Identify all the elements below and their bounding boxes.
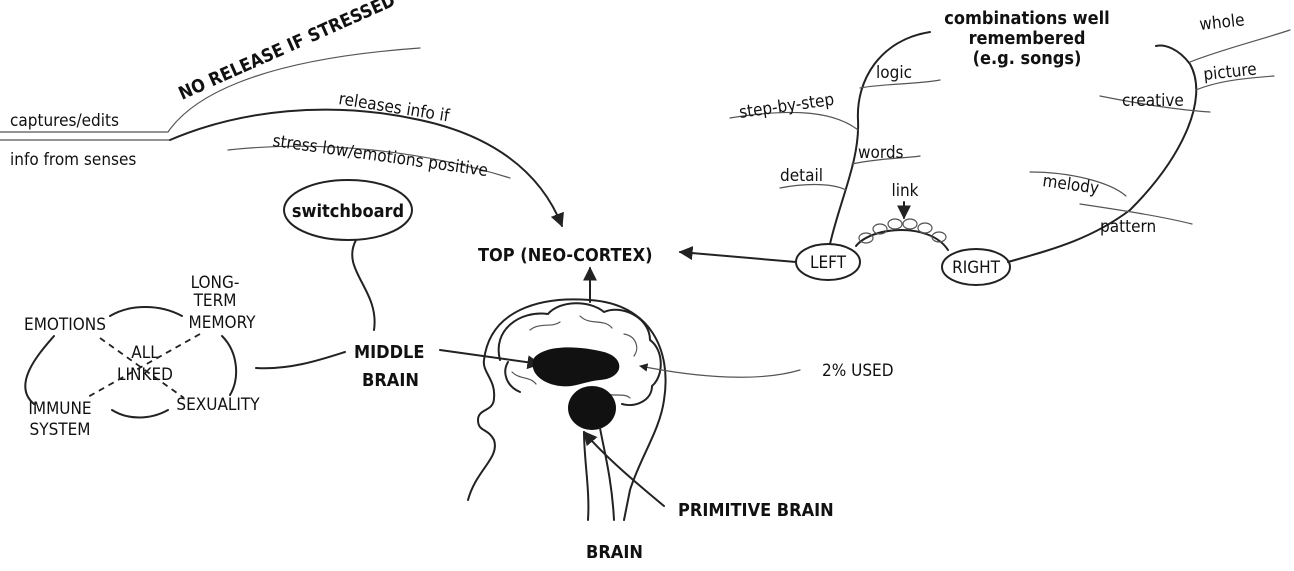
sexuality-label: SEXUALITY — [176, 395, 260, 415]
spinal-cord — [599, 427, 615, 521]
left-node — [795, 243, 861, 281]
logic-label: logic — [876, 63, 912, 83]
two-percent-label: 2% USED — [822, 361, 893, 381]
branch-thick-to-neocortex — [169, 108, 564, 228]
combinations-line2: remembered — [969, 28, 1086, 49]
long-term-memory-line2: TERM — [193, 291, 237, 311]
no-release-label: NO RELEASE IF STRESSED — [175, 0, 398, 105]
limbic-ring — [24, 306, 238, 419]
neocortex-label: TOP (NEO-CORTEX) — [478, 245, 652, 266]
head-illustration — [467, 298, 667, 521]
brain-caption: BRAIN — [586, 542, 643, 563]
releases-info-label: releases info if — [337, 89, 451, 126]
melody-line — [1029, 171, 1127, 197]
middle-brain-shape — [532, 347, 620, 387]
linked-label: LINKED — [117, 365, 173, 385]
long-term-memory-line1: LONG- — [191, 273, 240, 293]
switchboard-node — [283, 179, 413, 241]
two-percent-line — [639, 363, 801, 378]
middle-brain-line1: MIDDLE — [354, 342, 424, 363]
detail-label: detail — [780, 166, 823, 186]
link-label: link — [891, 181, 918, 201]
switchboard-label: switchboard — [292, 201, 404, 222]
cortex-folds — [497, 302, 662, 406]
pattern-label: pattern — [1100, 217, 1156, 237]
primitive-arrow — [583, 430, 665, 507]
picture-label: picture — [1202, 60, 1257, 85]
pattern-line — [1079, 203, 1193, 225]
right-hemisphere-branch — [1007, 44, 1198, 263]
left-hemisphere-branch — [829, 31, 931, 245]
words-label: words — [858, 143, 904, 163]
right-label: RIGHT — [952, 258, 1000, 278]
switchboard-to-middle-line — [351, 239, 376, 331]
stress-low-label: stress low/emotions positive — [271, 131, 489, 181]
long-term-memory-line3: MEMORY — [189, 313, 257, 333]
head-profile — [467, 298, 667, 521]
chain-link — [855, 218, 949, 251]
logic-line — [859, 79, 941, 89]
cortex-gyri — [511, 315, 638, 399]
immune-line2: SYSTEM — [30, 420, 91, 440]
branch-stress-underline — [227, 145, 511, 179]
info-from-senses-label: info from senses — [10, 150, 136, 170]
immune-line1: IMMUNE — [28, 399, 91, 419]
combinations-line3: (e.g. songs) — [973, 48, 1082, 69]
primitive-brain-label: PRIMITIVE BRAIN — [678, 500, 834, 521]
captures-edits-label: captures/edits — [10, 111, 119, 131]
primitive-brain-shape — [568, 386, 616, 430]
branch-line-captures — [0, 47, 421, 133]
combinations-line1: combinations well — [944, 8, 1109, 29]
creative-label: creative — [1122, 91, 1184, 111]
left-to-neocortex-arrow — [678, 246, 797, 263]
middle-brain-line2: BRAIN — [362, 370, 419, 391]
step-by-step-label: step-by-step — [738, 90, 836, 123]
picture-line — [1195, 75, 1275, 91]
detail-line — [779, 183, 847, 191]
melody-label: melody — [1041, 171, 1100, 199]
emotions-label: EMOTIONS — [24, 315, 106, 335]
middle-arrow — [439, 349, 542, 370]
whole-line — [1189, 29, 1291, 63]
words-line — [851, 155, 921, 165]
right-node — [941, 248, 1011, 286]
creative-line — [1099, 95, 1211, 113]
left-label: LEFT — [810, 253, 847, 273]
limbic-to-middle-line — [255, 351, 346, 370]
neck-line — [583, 431, 590, 521]
step-by-step-line — [729, 111, 859, 131]
whole-label: whole — [1198, 10, 1245, 35]
all-label: ALL — [131, 343, 159, 363]
